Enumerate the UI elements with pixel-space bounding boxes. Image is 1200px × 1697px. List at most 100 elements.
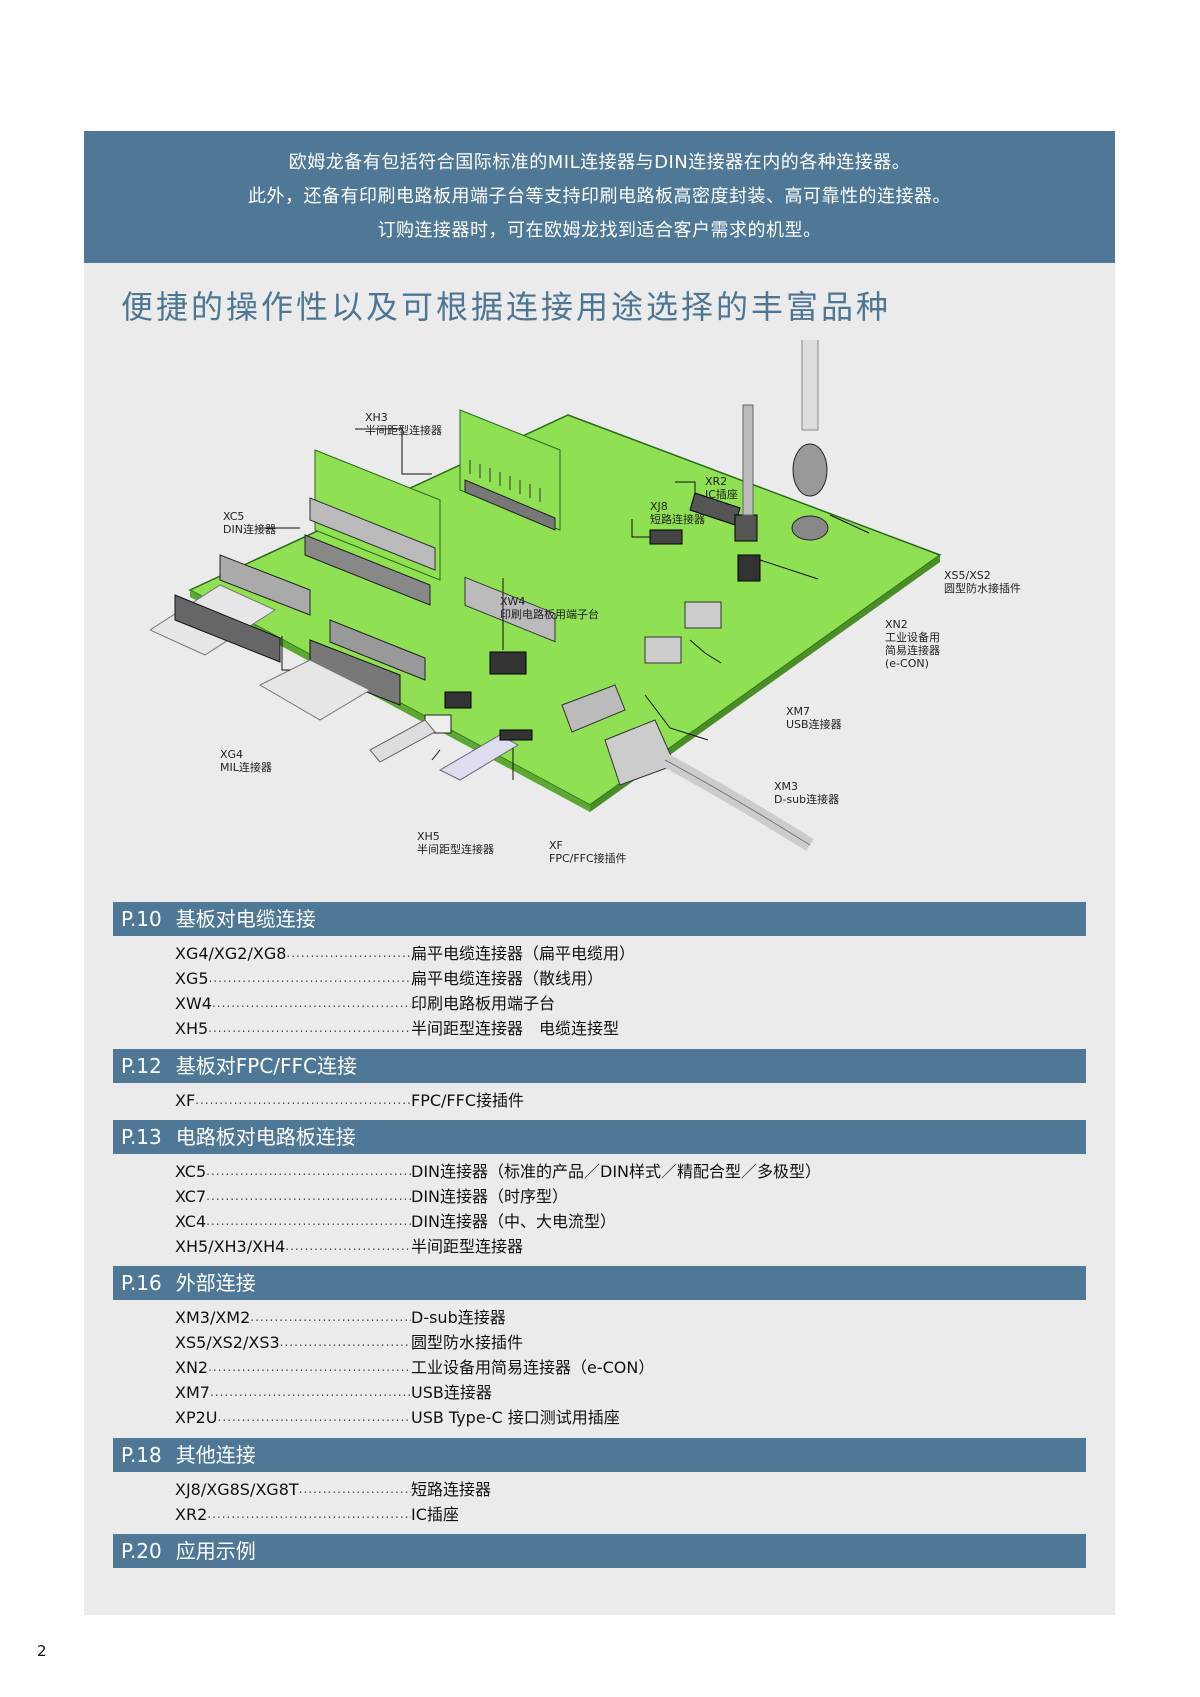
xf-fpc [438, 734, 519, 781]
item-desc: FPC/FFC接插件 [411, 1091, 524, 1110]
item-code: XM7 [175, 1383, 210, 1402]
item-code: XH5 [175, 1019, 209, 1038]
xn2-cable [742, 404, 754, 516]
page-number: 2 [37, 1642, 47, 1660]
list-item: XN2.....................................… [175, 1355, 1055, 1380]
item-desc: IC插座 [411, 1505, 459, 1524]
item-code: XC5 [175, 1162, 207, 1181]
section-title: 应用示例 [175, 1539, 256, 1563]
list-item: XJ8/XG8S/XG8T...........................… [175, 1477, 1055, 1502]
section-page-ref: P.10 [121, 907, 162, 931]
label-xh5-desc: 半间距型连接器 [417, 842, 494, 856]
item-desc: 半间距型连接器 电缆连接型 [411, 1019, 620, 1038]
label-xw4-code: XW4 [500, 595, 525, 608]
xs5-plug [792, 443, 828, 497]
item-desc: DIN连接器（中、大电流型） [411, 1212, 617, 1231]
label-xn2-desc2: 简易连接器 [885, 643, 940, 657]
xh5-wires [369, 719, 436, 763]
label-xm7-desc: USB连接器 [786, 718, 842, 731]
item-desc: 扁平电缆连接器（散线用） [411, 969, 604, 988]
item-desc: D-sub连接器 [411, 1308, 506, 1327]
xj8-shunt [649, 529, 683, 545]
xm3-cable-edge [664, 759, 811, 846]
xh3-connector [464, 576, 556, 643]
label-xn2-code: XN2 [885, 618, 908, 631]
item-code: XW4 [175, 994, 212, 1013]
xs5-receptacle [791, 515, 829, 541]
section-page-ref: P.20 [121, 1539, 162, 1563]
label-xm7-code: XM7 [786, 705, 810, 718]
section-page-ref: P.12 [121, 1054, 162, 1078]
list-item: XG5.....................................… [175, 966, 1055, 991]
banner-line: 此外，还备有印刷电路板用端子台等支持印刷电路板高密度封装、高可靠性的连接器。 [248, 186, 951, 207]
item-code: XG5 [175, 969, 209, 988]
list-item: XG4/XG2/XG8.............................… [175, 941, 1055, 966]
item-code: XC7 [175, 1187, 207, 1206]
xg4-board-connector [174, 594, 281, 663]
page-headline: 便捷的操作性以及可根据连接用途选择的丰富品种 [121, 288, 892, 326]
label-xc5-desc: DIN连接器 [223, 523, 276, 536]
list-item: XC4.....................................… [175, 1209, 1055, 1234]
list-item: XC7.....................................… [175, 1184, 1055, 1209]
label-xc5-code: XC5 [223, 510, 244, 523]
item-code: XG4/XG2/XG8 [175, 944, 287, 963]
section-title: 基板对FPC/FFC连接 [175, 1054, 358, 1078]
banner-line: 欧姆龙备有包括符合国际标准的MIL连接器与DIN连接器在内的各种连接器。 [288, 152, 911, 173]
item-desc: 印刷电路板用端子台 [411, 994, 556, 1013]
intro-banner: 欧姆龙备有包括符合国际标准的MIL连接器与DIN连接器在内的各种连接器。 此外，… [84, 131, 1115, 263]
label-xh5-code: XH5 [417, 830, 440, 843]
label-xr2-code: XR2 [705, 475, 727, 488]
item-desc: USB连接器 [411, 1383, 492, 1402]
label-xw4-desc: 印刷电路板用端子台 [500, 607, 599, 621]
xm7-usb-stack [684, 601, 722, 629]
list-item: XP2U....................................… [175, 1405, 1055, 1430]
list-item: XM3/XM2.................................… [175, 1305, 1055, 1330]
connector-board-illustration: XH3 半间距型连接器 XC5 DIN连接器 XR2 IC插座 XJ8 短路连接… [150, 340, 1050, 885]
item-code: XM3/XM2 [175, 1308, 251, 1327]
xn2-econ-plug [734, 514, 758, 542]
section-page-ref: P.13 [121, 1125, 162, 1149]
label-xj8-code: XJ8 [650, 500, 668, 513]
label-xs5-code: XS5/XS2 [944, 569, 991, 582]
label-xg4-code: XG4 [220, 748, 243, 761]
item-desc: 短路连接器 [411, 1480, 492, 1499]
list-item: XS5/XS2/XS3.............................… [175, 1330, 1055, 1355]
item-desc: DIN连接器（标准的产品／DIN样式／精配合型／多极型） [411, 1162, 822, 1181]
xm3-dsub-receptacle [561, 684, 626, 733]
label-xj8-desc: 短路连接器 [650, 512, 705, 526]
item-code: XH5/XH3/XH4 [175, 1237, 286, 1256]
xc5-din-connector [309, 497, 436, 571]
item-code: XJ8/XG8S/XG8T [175, 1480, 299, 1499]
xg5-cable [258, 659, 372, 721]
section-rows-board-to-fpc: XF......................................… [175, 1088, 1055, 1113]
item-code: XF [175, 1091, 196, 1110]
label-xn2-desc3: (e-CON) [885, 657, 929, 670]
xh3-pins [469, 460, 541, 502]
item-desc: 扁平电缆连接器（扁平电缆用） [411, 944, 636, 963]
list-item: XW4.....................................… [175, 991, 1055, 1016]
section-title: 基板对电缆连接 [175, 907, 316, 931]
label-xs5-desc: 圆型防水接插件 [944, 581, 1021, 595]
xc5-din-socket [304, 534, 431, 606]
list-item: XF......................................… [175, 1088, 1055, 1113]
section-page-ref: P.18 [121, 1443, 162, 1467]
xg4-connector [219, 554, 311, 616]
item-code: XC4 [175, 1212, 207, 1231]
label-xm3-desc: D-sub连接器 [774, 793, 839, 806]
content-panel [84, 131, 1115, 1615]
section-header-applications: P.20 应用示例 [113, 1534, 1086, 1568]
xh5-header [444, 691, 472, 709]
item-code: XP2U [175, 1408, 218, 1427]
xs5-cable [801, 340, 819, 431]
label-xf-desc: FPC/FFC接插件 [549, 851, 627, 865]
pcb-board-edge [590, 555, 940, 812]
item-code: XN2 [175, 1358, 209, 1377]
item-desc: DIN连接器（时序型） [411, 1187, 569, 1206]
xn2-econ [737, 554, 761, 582]
item-desc: 工业设备用简易连接器（e-CON） [411, 1358, 655, 1377]
section-rows-board-to-board: XC5.....................................… [175, 1159, 1055, 1259]
section-header-board-to-fpc: P.12 基板对FPC/FFC连接 [113, 1049, 1086, 1083]
label-xn2-desc1: 工业设备用 [885, 630, 940, 644]
